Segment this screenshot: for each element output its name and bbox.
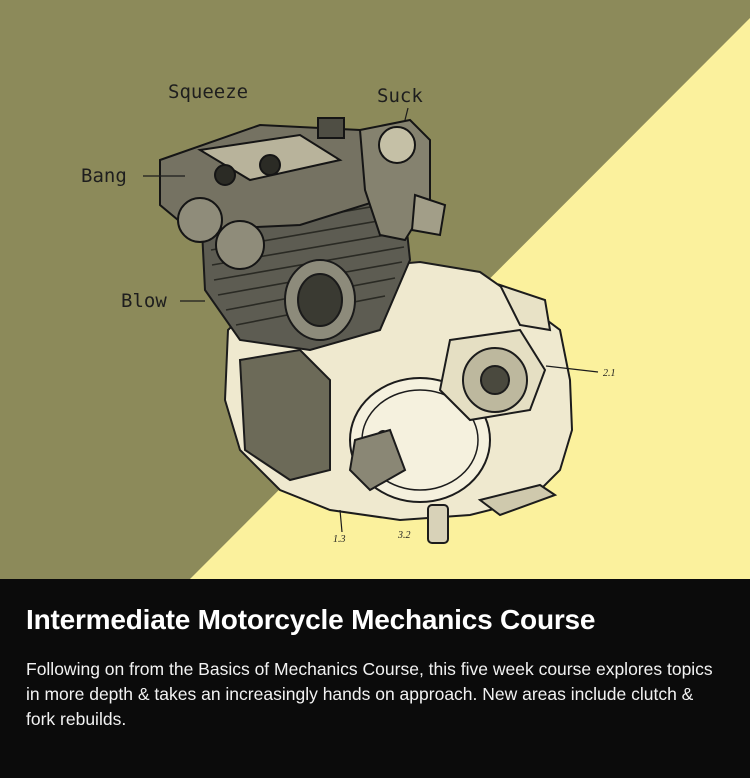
leader-lines bbox=[143, 107, 599, 533]
label-ref-3-2: 3.2 bbox=[397, 530, 411, 541]
course-description: Following on from the Basics of Mechanic… bbox=[26, 659, 713, 729]
label-ref-1-3: 1.3 bbox=[333, 534, 346, 545]
crankcase bbox=[223, 260, 574, 544]
label-blow: Blow bbox=[121, 290, 167, 312]
course-title[interactable]: Intermediate Motorcycle Mechanics Course bbox=[26, 604, 596, 635]
label-suck: Suck bbox=[377, 85, 423, 107]
course-caption: Intermediate Motorcycle Mechanics Course… bbox=[0, 579, 750, 778]
carburettor bbox=[317, 117, 447, 242]
engine-illustration: Squeeze Suck Bang Blow 2.1 1.3 3.2 bbox=[0, 0, 750, 579]
label-squeeze: Squeeze bbox=[168, 81, 248, 103]
label-ref-2-1: 2.1 bbox=[603, 368, 616, 379]
cylinder-head bbox=[159, 123, 387, 270]
engine-diagram-svg: Squeeze Suck Bang Blow 2.1 1.3 3.2 bbox=[0, 0, 750, 579]
label-bang: Bang bbox=[81, 165, 127, 187]
